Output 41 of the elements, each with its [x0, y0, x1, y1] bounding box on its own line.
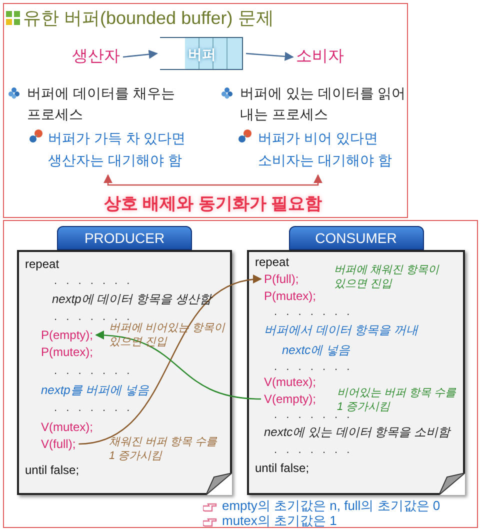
- code-line: V(mutex);: [41, 419, 94, 435]
- arrow: [122, 50, 158, 59]
- code-line: P(mutex);: [41, 344, 94, 360]
- code-comment: 채워진 버퍼 항목 수를 1 증가시킴: [109, 435, 221, 463]
- code-line: until false;: [255, 460, 310, 476]
- process-label: 생산자: [72, 45, 120, 69]
- bullet-text: 버퍼에 있는 데이터를 읽어 내는 프로세스: [240, 84, 407, 124]
- ellipsis-dots: . . . . . . .: [54, 364, 133, 378]
- code-line: repeat: [255, 254, 290, 270]
- ellipsis-dots: . . . . . . .: [54, 401, 133, 415]
- process-label: 소비자: [296, 45, 344, 69]
- ellipsis-dots: . . . . . . .: [274, 360, 353, 374]
- panel-title-tab: PRODUCER: [57, 226, 192, 250]
- code-line: nextc에 있는 데이터 항목을 소비함: [264, 424, 450, 440]
- code-line: V(mutex);: [264, 374, 316, 390]
- code-line: P(mutex);: [264, 288, 316, 304]
- condition-text: 버퍼가 비어 있다면 소비자는 대기해야 함: [258, 127, 398, 171]
- ellipsis-dots: . . . . . . .: [274, 305, 353, 319]
- code-line: P(full);: [264, 271, 299, 287]
- code-line: P(empty);: [41, 327, 94, 343]
- arrow: [78, 276, 262, 445]
- code-line: V(empty);: [264, 391, 316, 407]
- title: 유한 버퍼(bounded buffer) 문제: [23, 7, 274, 30]
- note-text: mutex의 초기값은 1: [222, 513, 337, 528]
- condition-text: 버퍼가 가득 차 있다면 생산자는 대기해야 함: [48, 127, 188, 171]
- arrow: [103, 174, 323, 186]
- code-line: V(full);: [41, 436, 76, 452]
- panel-title-tab: CONSUMER: [288, 226, 424, 250]
- code-line: repeat: [25, 256, 60, 272]
- code-line: 버퍼에서 데이터 항목을 꺼내 nextc에 넣음: [264, 320, 434, 360]
- code-line: nextp를 버퍼에 넣음: [41, 382, 150, 398]
- ellipsis-dots: . . . . . . .: [274, 443, 353, 457]
- ellipsis-dots: . . . . . . .: [54, 274, 133, 288]
- ellipsis-dots: . . . . . . .: [54, 310, 133, 324]
- code-line: until false;: [25, 462, 80, 478]
- code-comment: 비어있는 버퍼 항목 수를 1 증가시킴: [337, 386, 462, 414]
- arrow: [95, 330, 262, 400]
- code-comment: 버퍼에 채워진 항목이 있으면 진입: [334, 263, 459, 291]
- note-text: empty의 초기값은 n, full의 초기값은 0: [222, 498, 440, 513]
- arrow: [246, 52, 294, 61]
- bullet-text: 버퍼에 데이터를 채우는 프로세스: [27, 84, 176, 124]
